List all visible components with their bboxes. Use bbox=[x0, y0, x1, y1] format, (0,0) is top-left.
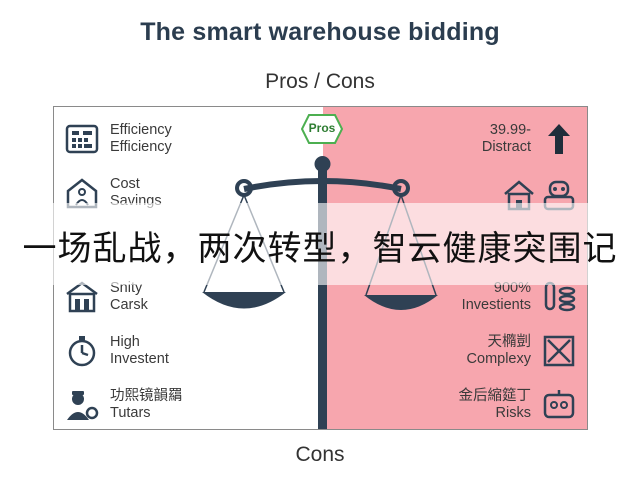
cons-footer-label: Cons bbox=[295, 443, 345, 466]
worker-gear-icon bbox=[62, 385, 102, 425]
calculator-icon bbox=[62, 119, 102, 159]
stopwatch-icon bbox=[62, 331, 102, 371]
item-label: 金后縮筵丁 bbox=[458, 388, 532, 404]
con-item: 39.99-Distract bbox=[482, 119, 579, 159]
pros-badge-label: Pros bbox=[308, 121, 336, 135]
pros-cons-subtitle: Pros / Cons bbox=[265, 70, 375, 93]
item-sublabel: Investients bbox=[461, 297, 531, 313]
item-label: Cost bbox=[110, 176, 140, 192]
item-label: 39.99- bbox=[489, 122, 531, 138]
item-label: 功熙镜韻羂 bbox=[110, 388, 183, 404]
item-label: 天橢剴 bbox=[487, 334, 532, 350]
pros-badge: Pros bbox=[300, 114, 344, 144]
item-sublabel: Complexy bbox=[466, 351, 531, 367]
item-label: Efficiency bbox=[110, 122, 172, 138]
arrow-up-icon bbox=[539, 119, 579, 159]
item-label: High bbox=[110, 334, 140, 350]
item-sublabel: Distract bbox=[481, 139, 531, 155]
item-sublabel: Efficiency bbox=[110, 139, 172, 155]
cross-box-icon bbox=[539, 331, 579, 371]
item-sublabel: Risks bbox=[495, 405, 531, 421]
robot-box-icon bbox=[539, 385, 579, 425]
item-sublabel: Investent bbox=[110, 351, 169, 367]
item-sublabel: Tutars bbox=[110, 405, 151, 421]
caption-banner bbox=[0, 203, 640, 285]
overlay-caption: 一场乱战，两次转型，智云健康突围记 bbox=[22, 229, 618, 269]
battery-coins-icon bbox=[539, 277, 579, 317]
page-title: The smart warehouse bidding bbox=[140, 18, 500, 46]
item-sublabel: Carsk bbox=[110, 297, 148, 313]
